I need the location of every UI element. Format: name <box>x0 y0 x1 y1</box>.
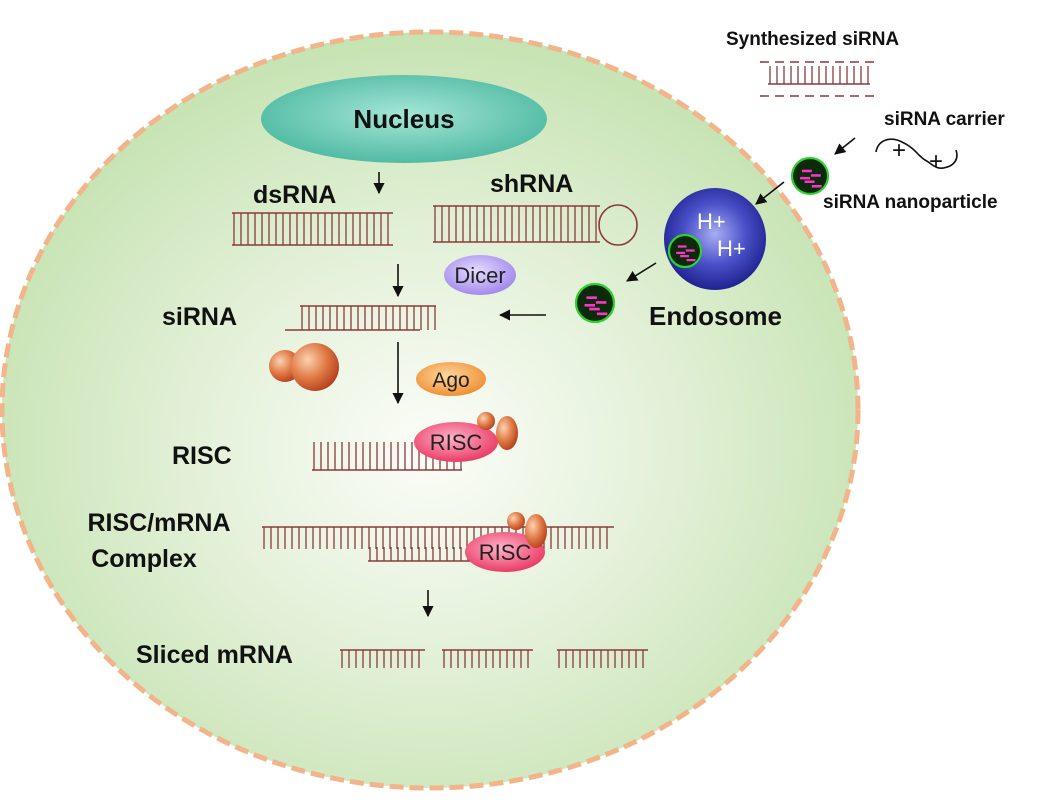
sirna-nanoparticle <box>667 233 703 269</box>
risc-complex <box>414 422 498 462</box>
risc-subunit <box>496 416 518 450</box>
sirna-label: siRNA <box>162 303 238 331</box>
risc-mrna-complex-label: RISC <box>479 540 532 565</box>
dsrna-top-strand <box>232 212 393 245</box>
sirna-nanoparticles <box>574 156 830 324</box>
cell-body <box>2 32 858 788</box>
dicer-label: Dicer <box>454 263 505 288</box>
risc-subunit <box>525 514 547 548</box>
dsrna-label: dsRNA <box>253 181 337 209</box>
nanoparticle-shell <box>574 282 616 324</box>
sirna-nanoparticle-label: siRNA nanoparticle <box>823 192 998 213</box>
endosome-label: Endosome <box>649 301 782 331</box>
arrow-carrier-to-nanoparticle <box>834 137 856 155</box>
sirna-carrier-label: siRNA carrier <box>884 109 1005 130</box>
risc-mrna-complex-label-line2: Complex <box>91 545 197 573</box>
sliced-mrna-label: Sliced mRNA <box>136 641 293 669</box>
synthesized-sirna-duplex <box>768 66 870 85</box>
risc-label: RISC <box>172 442 232 470</box>
risc-subunit <box>477 412 495 430</box>
nanoparticle-payload <box>686 259 696 262</box>
shrna-label: shRNA <box>490 170 574 198</box>
nanoparticle-shell <box>790 156 830 196</box>
nanoparticle-payload <box>810 174 821 177</box>
carrier-polymer-strand <box>875 138 958 169</box>
nucleus-label: Nucleus <box>353 104 455 134</box>
rna-strands <box>232 61 878 668</box>
nanoparticle-payload <box>677 245 687 248</box>
proton-label: H+ <box>697 209 726 234</box>
nanoparticle-payload <box>811 185 822 188</box>
sirna-nanoparticle <box>574 282 616 324</box>
proton-label: H+ <box>717 236 746 261</box>
risc-mrna-complex-label-line1: RISC/mRNA <box>87 509 231 537</box>
nanoparticle-payload <box>800 176 810 180</box>
sirna-top-strand <box>300 305 436 330</box>
cell-membrane <box>0 29 861 791</box>
sirna-carrier-polymer <box>875 138 958 169</box>
nanoparticle-payload <box>595 301 607 304</box>
dicer-enzyme <box>444 255 516 295</box>
nanoparticle-payload <box>586 296 597 300</box>
nanoparticle-payload <box>584 303 595 307</box>
mrna-strand <box>262 526 614 549</box>
shrna-top-strand <box>433 205 600 242</box>
nanoparticle-payload <box>680 255 689 258</box>
sliced-mrna-fragment <box>557 649 648 668</box>
protein-subunit <box>291 343 339 391</box>
arrow-nanoparticle-to-endosome <box>755 181 785 205</box>
nanoparticle-payload <box>801 169 812 173</box>
shrna-hairpin-loop <box>598 204 638 246</box>
nanoparticle-payload <box>804 180 815 184</box>
risc-complex-label: RISC <box>430 430 483 455</box>
ago-protein <box>416 362 486 396</box>
risc-mrna-complex <box>465 532 545 572</box>
sliced-mrna-fragment <box>442 649 533 668</box>
nanoparticle-payload <box>596 312 608 316</box>
arrow-to-endosome-exit <box>626 262 657 282</box>
nanoparticle-payload <box>676 251 685 255</box>
sliced-mrna-fragment <box>340 649 425 668</box>
risc-guide-strand <box>312 442 462 471</box>
nanoparticle-payload <box>589 307 600 311</box>
carrier-charge-sign: + <box>892 137 906 164</box>
pathway-arrows <box>373 137 856 618</box>
nanoparticle-shell <box>667 233 703 269</box>
nanoparticle-payload <box>685 249 695 252</box>
synthesized-sirna-label: Synthesized siRNA <box>726 29 900 50</box>
carrier-charge-sign: + <box>929 148 943 175</box>
risc-subunit <box>507 512 525 530</box>
ago-label: Ago <box>432 369 469 392</box>
sirna-nanoparticle <box>790 156 830 196</box>
nucleus <box>261 75 547 163</box>
